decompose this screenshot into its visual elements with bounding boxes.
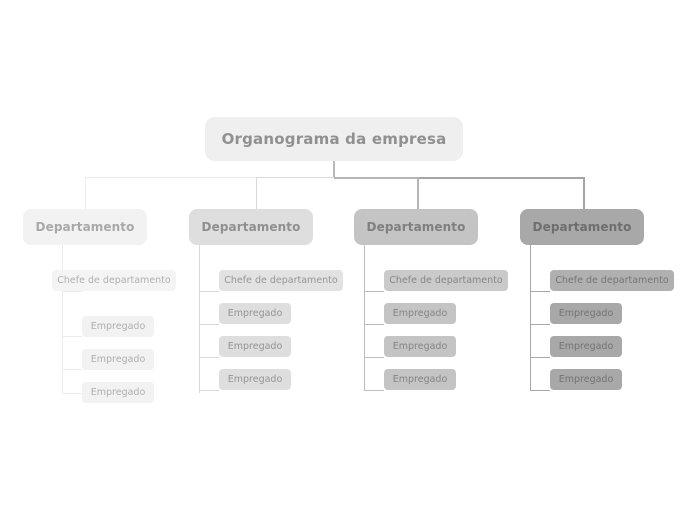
connector-stub-col1-emp3 xyxy=(62,393,82,394)
employee-node-4-2[interactable]: Empregado xyxy=(550,336,622,357)
chief-node-1[interactable]: Chefe de departamento xyxy=(52,270,176,291)
employee-node-1-2[interactable]: Empregado xyxy=(82,349,154,370)
chief-node-2[interactable]: Chefe de departamento xyxy=(219,270,343,291)
connector-stub-col3-emp1 xyxy=(364,324,384,325)
connector-spine-col1 xyxy=(62,245,63,393)
employee-node-3-2[interactable]: Empregado xyxy=(384,336,456,357)
employee-node-4-1[interactable]: Empregado xyxy=(550,303,622,324)
connector-stub-col1-chief xyxy=(62,291,82,292)
connector-spine-col3 xyxy=(364,245,365,390)
employee-node-3-1[interactable]: Empregado xyxy=(384,303,456,324)
connector-drop-col4 xyxy=(583,177,585,210)
connector-bus-segment-3 xyxy=(334,177,417,179)
department-node-3[interactable]: Departamento xyxy=(354,209,478,245)
connector-bus-segment-1 xyxy=(85,177,256,178)
connector-bus-segment-4 xyxy=(417,177,584,179)
connector-stub-col1-emp2 xyxy=(62,369,82,370)
connector-stub-col2-emp1 xyxy=(199,324,219,325)
connector-stub-col4-emp1 xyxy=(530,324,550,325)
employee-node-1-1[interactable]: Empregado xyxy=(82,316,154,337)
employee-node-1-3[interactable]: Empregado xyxy=(82,382,154,403)
department-node-2[interactable]: Departamento xyxy=(189,209,313,245)
connector-stub-col2-chief xyxy=(199,291,219,292)
department-node-4[interactable]: Departamento xyxy=(520,209,644,245)
employee-node-3-3[interactable]: Empregado xyxy=(384,369,456,390)
connector-stub-col4-emp3 xyxy=(530,390,550,391)
connector-stub-col4-chief xyxy=(530,291,550,292)
connector-stub-col3-chief xyxy=(364,291,384,292)
connector-stub-col3-emp3 xyxy=(364,390,384,391)
employee-node-2-3[interactable]: Empregado xyxy=(219,369,291,390)
connector-drop-col2 xyxy=(256,177,257,210)
connector-spine-col2 xyxy=(199,245,200,393)
connector-bus-segment-2 xyxy=(256,177,334,178)
connector-stub-col3-emp2 xyxy=(364,357,384,358)
connector-stub-col4-emp2 xyxy=(530,357,550,358)
department-node-1[interactable]: Departamento xyxy=(23,209,147,245)
connector-drop-col3 xyxy=(417,177,419,210)
connector-stub-col1-emp1 xyxy=(62,336,82,337)
chief-node-4[interactable]: Chefe de departamento xyxy=(550,270,674,291)
root-node-title[interactable]: Organograma da empresa xyxy=(205,117,463,161)
connector-spine-col4 xyxy=(530,245,531,390)
chief-node-3[interactable]: Chefe de departamento xyxy=(384,270,508,291)
employee-node-2-2[interactable]: Empregado xyxy=(219,336,291,357)
connector-stub-col2-emp2 xyxy=(199,357,219,358)
employee-node-4-3[interactable]: Empregado xyxy=(550,369,622,390)
connector-stub-col2-emp3 xyxy=(199,390,219,391)
employee-node-2-1[interactable]: Empregado xyxy=(219,303,291,324)
connector-root-trunk xyxy=(333,161,335,178)
connector-drop-col1 xyxy=(85,177,86,210)
